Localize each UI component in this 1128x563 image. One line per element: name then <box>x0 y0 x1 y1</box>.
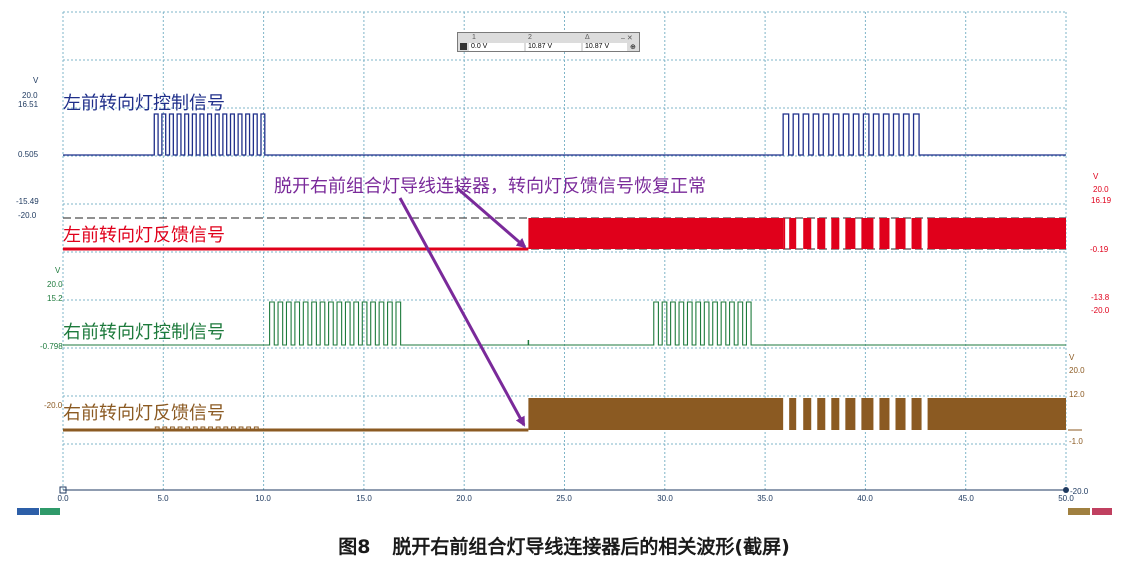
x-tick: 5.0 <box>157 494 169 503</box>
readout-channel-icon <box>460 43 467 50</box>
axis-tick: -0.798 <box>40 342 63 351</box>
x-tick: 10.0 <box>255 494 271 503</box>
readout-col2-value: 10.87 V <box>526 43 581 51</box>
left-feedback-pulse <box>789 218 797 249</box>
right-feedback-pulse <box>861 398 874 430</box>
left-feedback-label: 左前转向灯反馈信号 <box>63 225 225 246</box>
readout-col3-header: Δ <box>585 34 590 41</box>
right-feedback-block-2 <box>927 398 1066 430</box>
x-tick: 35.0 <box>757 494 773 503</box>
left-feedback-pulse <box>831 218 840 249</box>
axis-tick: -0.19 <box>1090 245 1109 254</box>
readout-col2-header: 2 <box>528 34 532 41</box>
grid-lines <box>59 11 1069 494</box>
axis-tick: 16.19 <box>1091 196 1112 205</box>
left-feedback-pulse <box>817 218 826 249</box>
axis-tick: 20.0 <box>1093 185 1109 194</box>
axis-tick: 0.505 <box>18 150 39 159</box>
x-tick: 15.0 <box>356 494 372 503</box>
x-tick: 30.0 <box>657 494 673 503</box>
right-feedback-pulse <box>845 398 856 430</box>
axis-tick: -15.49 <box>16 197 39 206</box>
axis-tick: 20.0 <box>1069 366 1085 375</box>
readout-col1-value: 0.0 V <box>469 43 524 51</box>
right-feedback-label: 右前转向灯反馈信号 <box>63 403 225 424</box>
x-tick: 20.0 <box>456 494 472 503</box>
axis-tick: -20.0 <box>1070 487 1089 496</box>
axis-unit: V <box>33 76 39 85</box>
left-control-waveform <box>63 113 1066 156</box>
axis-unit: V <box>1093 172 1099 181</box>
x-axis-end-marker <box>1063 487 1069 493</box>
left-control-label: 左前转向灯控制信号 <box>63 93 225 114</box>
toolbar-button-left-2[interactable] <box>40 508 60 515</box>
annotation-arrows <box>398 186 527 427</box>
toolbar-button-right-2[interactable] <box>1092 508 1112 515</box>
right-feedback-pulse <box>803 398 812 430</box>
lock-icon[interactable]: ⊕ <box>630 44 636 51</box>
left-feedback-block-2 <box>927 218 1066 249</box>
left-feedback-edge <box>783 218 786 249</box>
axis-tick: 20.0 <box>22 91 38 100</box>
right-feedback-pulse <box>911 398 922 430</box>
left-feedback-block-1 <box>528 218 784 249</box>
left-feedback-pulse <box>861 218 874 249</box>
waveforms <box>63 113 1082 432</box>
right-feedback-pulse <box>879 398 890 430</box>
axis-tick: 12.0 <box>1069 390 1085 399</box>
axis-tick: -13.8 <box>1091 293 1110 302</box>
figure-number: 图8 <box>338 536 371 558</box>
right-feedback-pulse <box>831 398 840 430</box>
measurement-readout[interactable]: 1 2 Δ – ✕ 0.0 V 10.87 V 10.87 V ⊕ <box>457 32 640 52</box>
arrow-to-left-feedback <box>456 186 527 249</box>
x-tick: 25.0 <box>556 494 572 503</box>
axis-tick: -20.0 <box>44 401 63 410</box>
left-feedback-pulse <box>845 218 856 249</box>
readout-col1-header: 1 <box>472 34 476 41</box>
arrow-to-right-feedback <box>398 197 526 427</box>
left-feedback-pulse <box>911 218 922 249</box>
axis-tick: 15.2 <box>47 294 63 303</box>
axis-unit: V <box>1069 353 1075 362</box>
toolbar-button-left[interactable] <box>17 508 39 515</box>
axis-tick: -20.0 <box>1091 306 1110 315</box>
right-feedback-pulse <box>817 398 826 430</box>
readout-window-controls[interactable]: – ✕ <box>621 35 633 42</box>
caption-text: 脱开右前组合灯导线连接器后的相关波形(截屏) <box>392 536 790 558</box>
right-feedback-ripple <box>153 426 264 431</box>
axis-tick: -1.0 <box>1069 437 1083 446</box>
x-tick: 50.0 <box>1058 494 1074 503</box>
left-feedback-pulse <box>879 218 890 249</box>
x-axis-start-marker <box>59 486 67 494</box>
annotation-text: 脱开右前组合灯导线连接器，转向灯反馈信号恢复正常 <box>274 176 706 197</box>
figure-caption: 图8 脱开右前组合灯导线连接器后的相关波形(截屏) <box>0 532 1128 559</box>
axis-tick: -20.0 <box>18 211 37 220</box>
x-tick: 40.0 <box>857 494 873 503</box>
oscilloscope-window: 左前转向灯控制信号 左前转向灯反馈信号 右前转向灯控制信号 右前转向灯反馈信号 … <box>16 11 1112 515</box>
axis-unit: V <box>55 266 61 275</box>
axis-tick: 16.51 <box>18 100 39 109</box>
readout-col3-value: 10.87 V <box>583 43 627 51</box>
right-feedback-block-1 <box>528 398 784 430</box>
toolbar-button-right[interactable] <box>1068 508 1090 515</box>
x-tick: 45.0 <box>958 494 974 503</box>
axis-tick: 20.0 <box>47 280 63 289</box>
right-control-label: 右前转向灯控制信号 <box>63 322 225 343</box>
x-tick: 0.0 <box>57 494 69 503</box>
right-feedback-pulse <box>789 398 797 430</box>
waveform-plot <box>59 11 1082 494</box>
left-feedback-pulse <box>803 218 812 249</box>
right-control-waveform <box>63 301 1066 346</box>
left-feedback-pulse <box>895 218 906 249</box>
right-feedback-pulse <box>895 398 906 430</box>
